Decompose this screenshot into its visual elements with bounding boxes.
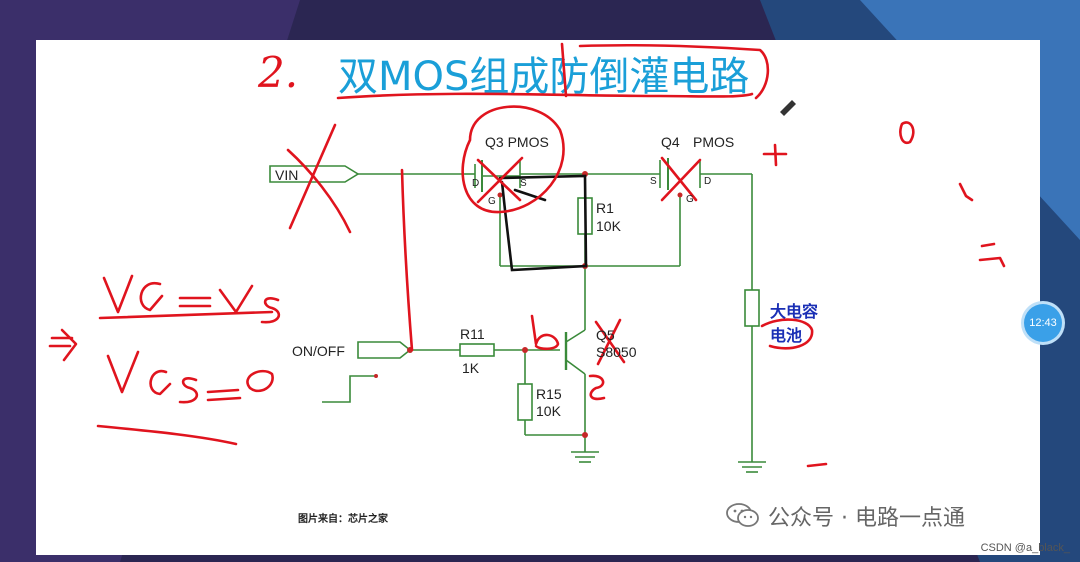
q4-pin-s: S <box>650 176 657 187</box>
r11-name: R11 <box>460 326 485 342</box>
wechat-icon <box>726 503 759 527</box>
csdn-credit: CSDN @a_black_ <box>980 542 1070 554</box>
q4-pin-g: G <box>686 194 694 205</box>
q5-part: S8050 <box>596 344 637 360</box>
battery-label: 电池 <box>770 328 803 345</box>
source-credit: 图片来自：芯片之家 <box>298 514 388 525</box>
title-number: 2. <box>258 48 299 97</box>
r15-name: R15 <box>536 386 562 402</box>
r11-value: 1K <box>462 360 480 376</box>
q5-name: Q5 <box>596 327 615 343</box>
q3-pin-s: S <box>520 178 527 189</box>
q3-label: Q3 PMOS <box>485 134 549 150</box>
q4-label: Q4 <box>661 134 680 150</box>
q3-pin-d: D <box>472 178 480 189</box>
q3-pin-g: G <box>488 196 496 207</box>
capacitor-label: 大电容 <box>770 304 819 321</box>
q4-pin-d: D <box>704 176 712 187</box>
q4-type-label: PMOS <box>693 134 735 150</box>
r1-name: R1 <box>596 200 614 216</box>
wechat-watermark: 公众号 · 电路一点通 <box>768 506 965 531</box>
r15-value: 10K <box>536 403 561 419</box>
page-title: 双MOS组成防倒灌电路 <box>338 54 750 100</box>
vin-label: VIN <box>275 167 299 183</box>
onoff-label: ON/OFF <box>292 343 345 359</box>
r1-value: 10K <box>596 218 621 234</box>
time-badge[interactable]: 12:43 <box>1024 304 1062 342</box>
